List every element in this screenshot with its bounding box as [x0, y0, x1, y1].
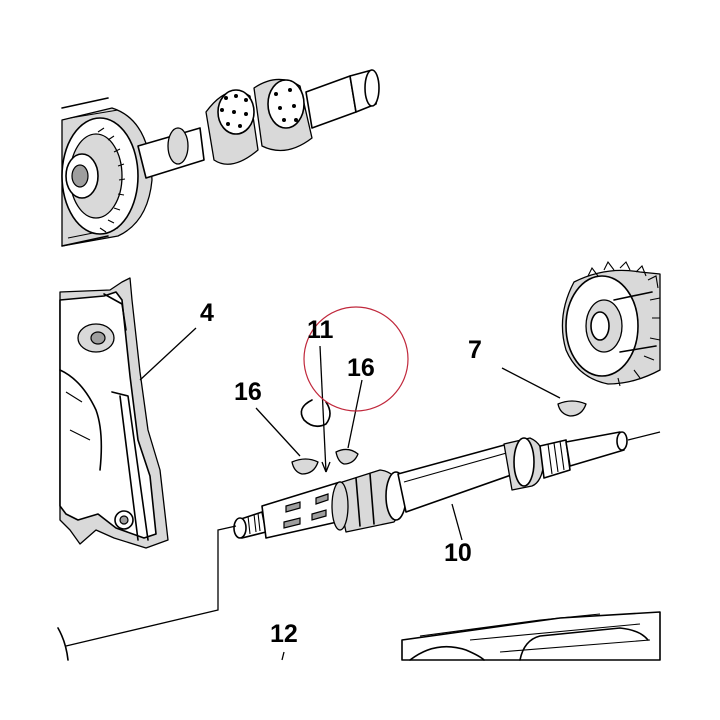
callout-part-7: 7	[468, 336, 482, 364]
highlight-circle	[303, 306, 409, 412]
callout-part-10: 10	[444, 539, 472, 567]
camshaft-assembly	[61, 69, 380, 247]
key-7	[557, 400, 587, 417]
part-11-circlip	[300, 399, 331, 428]
callout-part-11: 11	[307, 316, 334, 344]
part-12-block	[57, 611, 661, 661]
part-7-gear	[561, 260, 661, 387]
callout-part-12: 12	[270, 620, 298, 648]
part-10-shaft	[233, 431, 661, 539]
key-16-upper	[335, 448, 359, 465]
callout-part-16-upper: 16	[347, 354, 375, 382]
callout-part-16-lower: 16	[234, 378, 262, 406]
key-16-lower	[291, 458, 319, 475]
leader-lines	[65, 327, 561, 661]
part-4-housing	[59, 277, 169, 549]
woodruff-keys	[291, 400, 587, 475]
callout-part-4: 4	[200, 299, 214, 327]
